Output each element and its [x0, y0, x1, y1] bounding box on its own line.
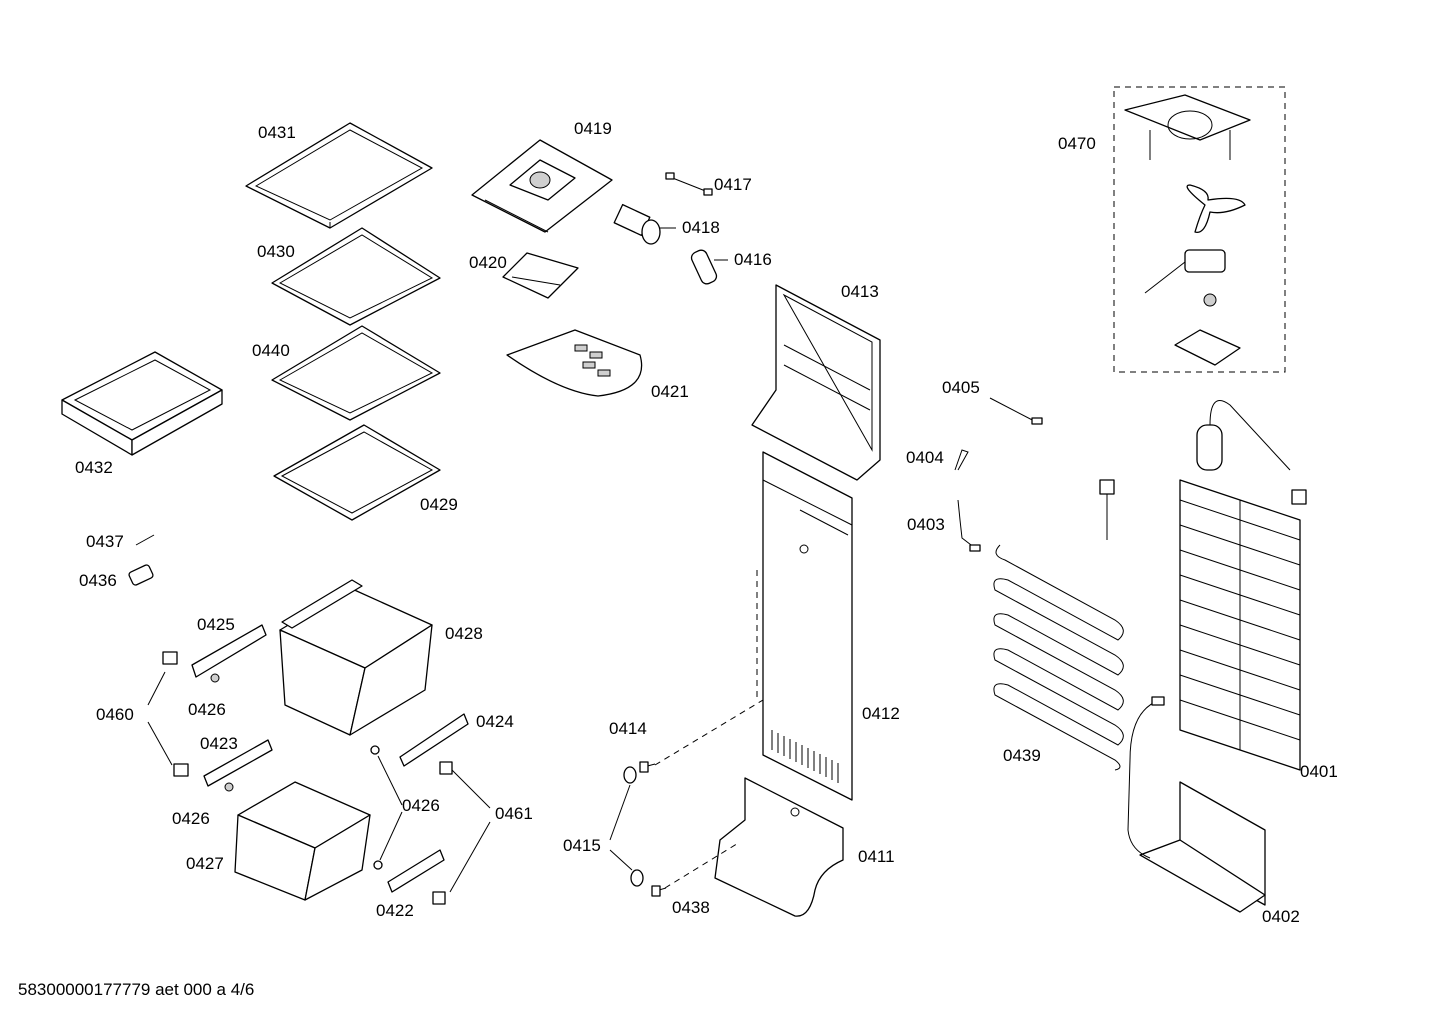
label-0432: 0432 [75, 458, 113, 477]
clips-0460[interactable] [147, 651, 189, 777]
label-0426-low: 0426 [172, 809, 210, 828]
air-duct-0413[interactable] [751, 284, 881, 481]
label-0429: 0429 [420, 495, 458, 514]
label-0460: 0460 [96, 705, 134, 724]
label-0419: 0419 [574, 119, 612, 138]
label-0414: 0414 [609, 719, 647, 738]
dispenser-housing-0419[interactable] [471, 139, 613, 233]
tray-0432[interactable] [61, 351, 223, 456]
leader-dash-0438 [664, 841, 741, 889]
drip-pan-0402[interactable] [1127, 696, 1266, 913]
label-0426-top: 0426 [188, 700, 226, 719]
label-0404: 0404 [906, 448, 944, 467]
lamp-socket-0418[interactable] [613, 203, 676, 245]
label-0416: 0416 [734, 250, 772, 269]
screws-0426[interactable] [370, 745, 403, 870]
label-0438: 0438 [672, 898, 710, 917]
label-0430: 0430 [257, 242, 295, 261]
label-0402: 0402 [1262, 907, 1300, 926]
evaporator-0401[interactable] [1179, 400, 1307, 771]
heater-0404[interactable] [954, 449, 969, 471]
label-0417: 0417 [714, 175, 752, 194]
label-0401: 0401 [1300, 762, 1338, 781]
rear-panel-0412[interactable] [762, 451, 853, 801]
label-0411: 0411 [858, 847, 895, 866]
document-footer-id: 58300000177779 aet 000 a 4/6 [18, 980, 255, 999]
pin-0437[interactable] [135, 534, 155, 546]
rail-0422[interactable] [387, 849, 445, 893]
label-0420: 0420 [469, 253, 507, 272]
label-0427: 0427 [186, 854, 224, 873]
label-0403: 0403 [907, 515, 945, 534]
clip-0436[interactable] [128, 564, 154, 586]
sensor-0403[interactable] [957, 499, 981, 552]
label-0424: 0424 [476, 712, 514, 731]
label-0426-mid: 0426 [402, 796, 440, 815]
label-0415: 0415 [563, 836, 601, 855]
rail-0423[interactable] [203, 739, 273, 792]
label-0405: 0405 [942, 378, 980, 397]
shelf-0430[interactable] [271, 227, 441, 326]
label-0418: 0418 [682, 218, 720, 237]
plugs-0415[interactable] [609, 766, 644, 887]
label-0436: 0436 [79, 571, 117, 590]
label-0437: 0437 [86, 532, 124, 551]
shelf-0431[interactable] [245, 122, 433, 229]
label-0421: 0421 [651, 382, 689, 401]
condenser-coil-0439[interactable] [993, 479, 1124, 771]
cover-0411[interactable] [714, 777, 844, 917]
label-0423: 0423 [200, 734, 238, 753]
label-0439: 0439 [1003, 746, 1041, 765]
label-0470: 0470 [1058, 134, 1096, 153]
shelf-0429[interactable] [273, 424, 441, 521]
sensor-0405[interactable] [989, 397, 1043, 425]
vent-grille [771, 730, 839, 783]
wire-0417[interactable] [665, 172, 713, 196]
rail-0424[interactable] [399, 713, 469, 767]
crisper-0427[interactable] [234, 781, 371, 901]
screw-0414[interactable] [639, 761, 656, 773]
label-0440: 0440 [252, 341, 290, 360]
lamp-0416[interactable] [690, 248, 728, 286]
label-0412: 0412 [862, 704, 900, 723]
crisper-0428[interactable] [279, 579, 433, 736]
rail-0425[interactable] [191, 624, 267, 683]
label-0425: 0425 [197, 615, 235, 634]
screw-0438[interactable] [651, 885, 667, 897]
fan-assembly-0470[interactable] [1113, 86, 1286, 373]
label-0422: 0422 [376, 901, 414, 920]
clips-0461[interactable] [432, 761, 491, 905]
drip-tray-0421[interactable] [506, 329, 643, 397]
label-0428: 0428 [445, 624, 483, 643]
label-0413: 0413 [841, 282, 879, 301]
label-0431: 0431 [258, 123, 296, 142]
shelf-0440[interactable] [271, 325, 441, 421]
label-0461: 0461 [495, 804, 533, 823]
foil-0420[interactable] [502, 252, 579, 299]
leader-dash-0414 [654, 699, 764, 766]
